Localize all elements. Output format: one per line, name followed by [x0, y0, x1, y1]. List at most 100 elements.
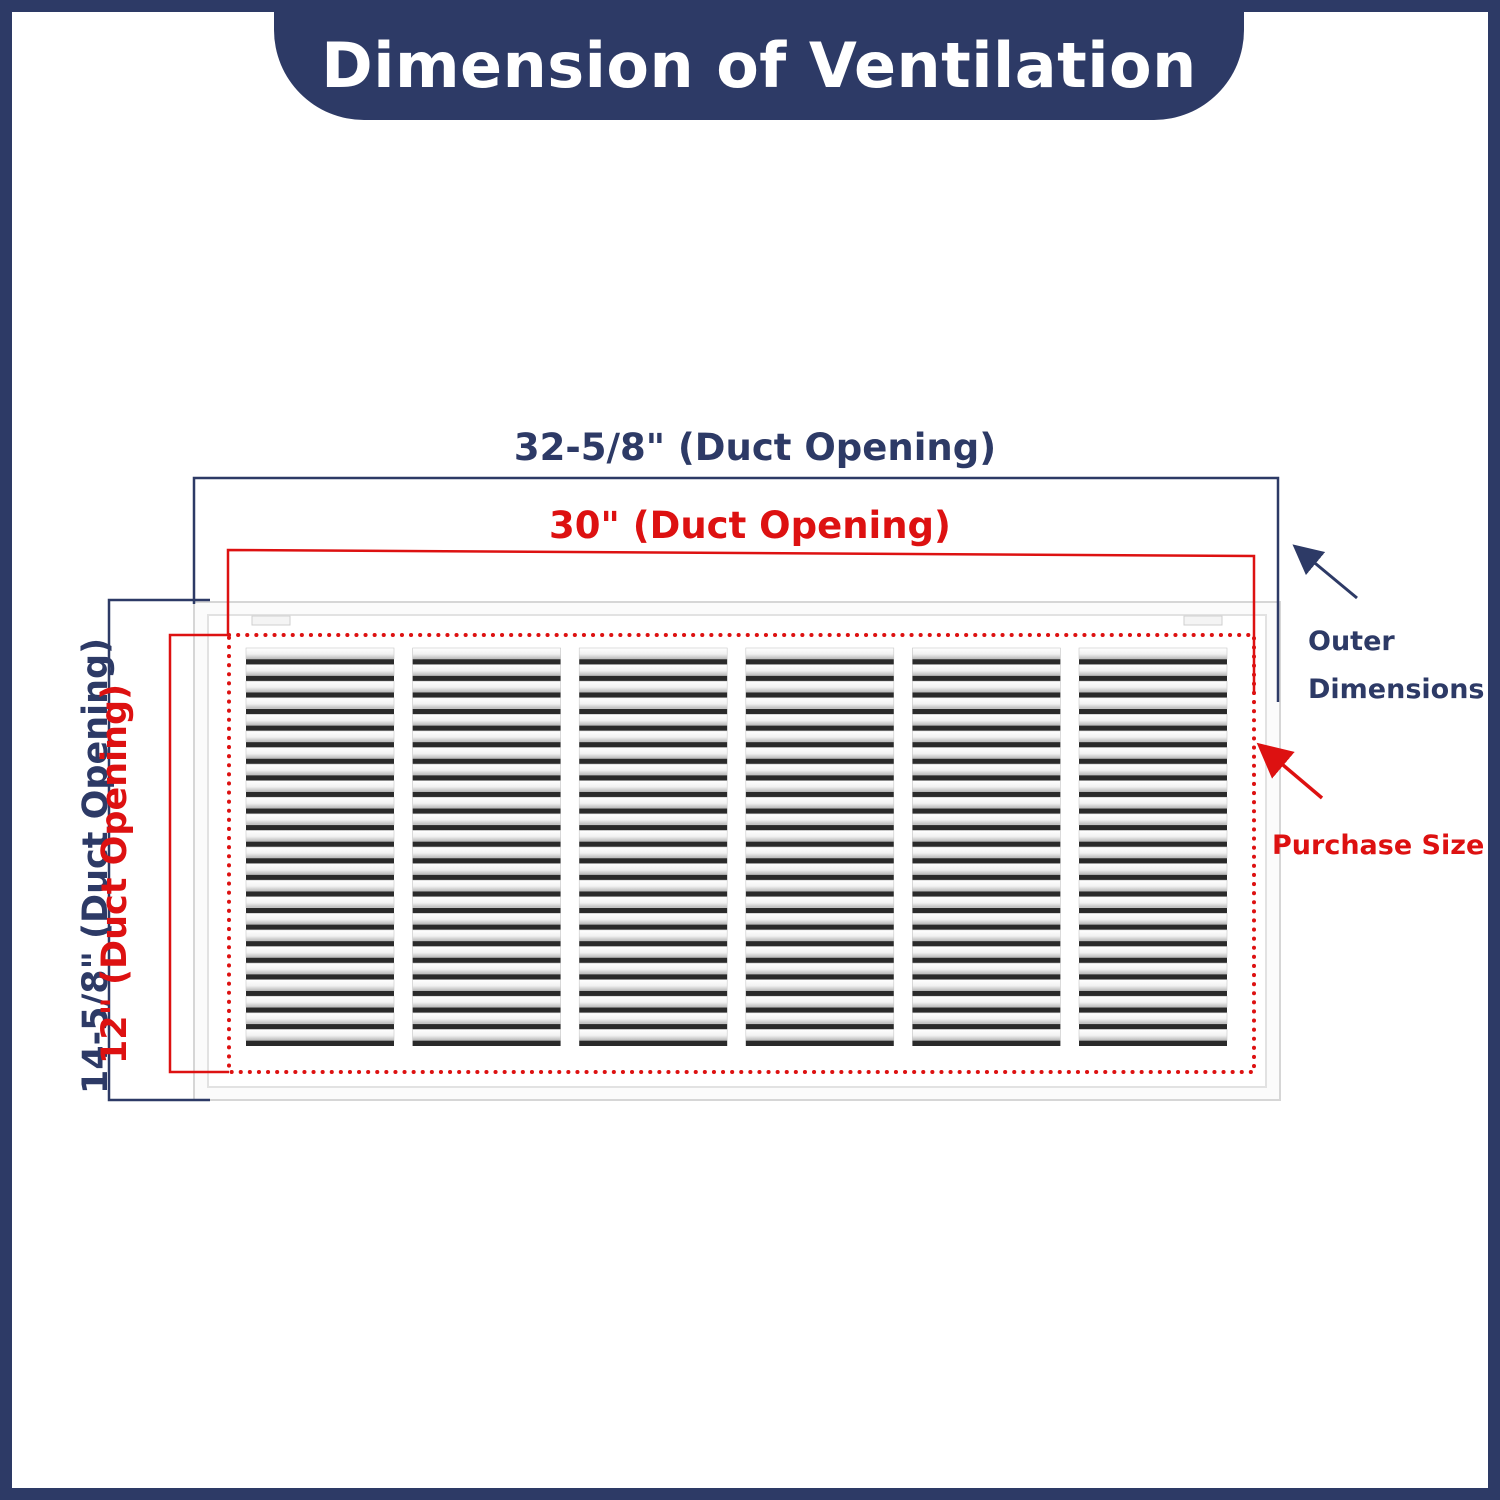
- louver-blade: [412, 647, 561, 660]
- louver-blade: [745, 995, 895, 1008]
- louver-blade: [1078, 863, 1228, 875]
- louver-blade: [578, 680, 728, 693]
- purchase-size-note: Purchase Size!: [1272, 830, 1497, 861]
- louver-blade: [1078, 896, 1228, 908]
- louver-blade: [578, 913, 728, 925]
- louver-blade: [745, 647, 895, 660]
- louver-blade: [745, 697, 895, 709]
- inner-width-label: 30" (Duct Opening): [549, 504, 951, 547]
- louver-blade: [912, 747, 1061, 759]
- outer-dimensions-note: Outer Dimensions: [1308, 618, 1485, 714]
- louver-blade: [1078, 929, 1228, 942]
- vent-grille: [193, 601, 1281, 1101]
- louver-blade: [245, 647, 395, 660]
- louver-blade: [245, 1012, 395, 1025]
- louver-blade: [578, 730, 728, 743]
- outer-width-label: 32-5/8" (Duct Opening): [513, 426, 997, 469]
- louver-blade: [412, 946, 561, 958]
- louver-blade: [245, 697, 395, 709]
- louver-blade: [912, 813, 1061, 826]
- louver-blade: [1078, 913, 1228, 925]
- louver-blade: [745, 813, 895, 826]
- louver-blade: [745, 913, 895, 925]
- louver-blade: [245, 979, 395, 991]
- louver-blade: [745, 680, 895, 693]
- title-banner: Dimension of Ventilation: [274, 12, 1244, 120]
- louver-column: [412, 647, 561, 1046]
- louver-blade: [245, 796, 395, 809]
- louver-blade: [912, 863, 1061, 875]
- louver-blade: [412, 697, 561, 709]
- inner-height-label: 12" (Duct Opening): [95, 683, 135, 1065]
- grille-latch-left: [251, 615, 291, 626]
- louver-blade: [745, 730, 895, 743]
- louver-blade: [912, 946, 1061, 958]
- louver-blade: [412, 680, 561, 693]
- louver-blade: [245, 680, 395, 693]
- louver-blade: [412, 846, 561, 859]
- louver-blade: [412, 730, 561, 743]
- louver-blade: [412, 747, 561, 759]
- louver-blade: [578, 763, 728, 776]
- louver-blade: [1078, 962, 1228, 975]
- louver-column: [1078, 647, 1228, 1046]
- louver-blade: [245, 1029, 395, 1041]
- louver-blade: [745, 946, 895, 958]
- louver-blade: [745, 747, 895, 759]
- louver-blade: [1078, 995, 1228, 1008]
- louver-blade: [245, 730, 395, 743]
- louver-blade: [745, 830, 895, 842]
- louver-blade: [412, 830, 561, 842]
- louver-blade: [245, 913, 395, 925]
- louver-blade: [412, 714, 561, 726]
- louver-blade: [1078, 730, 1228, 743]
- louver-blade: [912, 680, 1061, 693]
- louver-blade: [1078, 747, 1228, 759]
- louver-blade: [578, 830, 728, 842]
- louver-blade: [745, 1012, 895, 1025]
- louver-column: [578, 647, 728, 1046]
- louver-blade: [245, 879, 395, 892]
- louver-blade: [578, 879, 728, 892]
- louver-blade: [1078, 830, 1228, 842]
- louver-blade: [912, 780, 1061, 792]
- louver-blade: [245, 813, 395, 826]
- louver-blade: [745, 962, 895, 975]
- louver-blade: [912, 830, 1061, 842]
- page-title: Dimension of Ventilation: [321, 28, 1197, 102]
- louver-blade: [745, 929, 895, 942]
- louver-blade: [412, 796, 561, 809]
- purchase-size-outline: [227, 633, 1256, 1074]
- louver-columns: [245, 647, 1228, 1046]
- louver-blade: [912, 1012, 1061, 1025]
- louver-column: [745, 647, 895, 1046]
- louver-blade: [578, 664, 728, 676]
- louver-blade: [912, 697, 1061, 709]
- louver-blade: [745, 879, 895, 892]
- louver-blade: [745, 846, 895, 859]
- outer-dimensions-note-line2: Dimensions: [1308, 674, 1485, 705]
- inner-height-bracket: [168, 633, 229, 1074]
- louver-blade: [245, 946, 395, 958]
- purchase-size-arrow: [1256, 742, 1324, 800]
- louver-blade: [245, 830, 395, 842]
- louver-blade: [578, 796, 728, 809]
- louver-blade: [912, 1029, 1061, 1041]
- grille-latch-right: [1183, 615, 1223, 626]
- louver-blade: [245, 747, 395, 759]
- louver-blade: [745, 979, 895, 991]
- louver-blade: [745, 896, 895, 908]
- louver-blade: [412, 962, 561, 975]
- louver-blade: [245, 763, 395, 776]
- louver-blade: [912, 995, 1061, 1008]
- louver-blade: [745, 1029, 895, 1041]
- louver-blade: [1078, 879, 1228, 892]
- louver-blade: [412, 813, 561, 826]
- louver-blade: [412, 863, 561, 875]
- louver-blade: [578, 846, 728, 859]
- inner-width-bracket: [226, 548, 1256, 695]
- louver-blade: [912, 979, 1061, 991]
- louver-blade: [578, 946, 728, 958]
- louver-blade: [912, 647, 1061, 660]
- louver-blade: [578, 647, 728, 660]
